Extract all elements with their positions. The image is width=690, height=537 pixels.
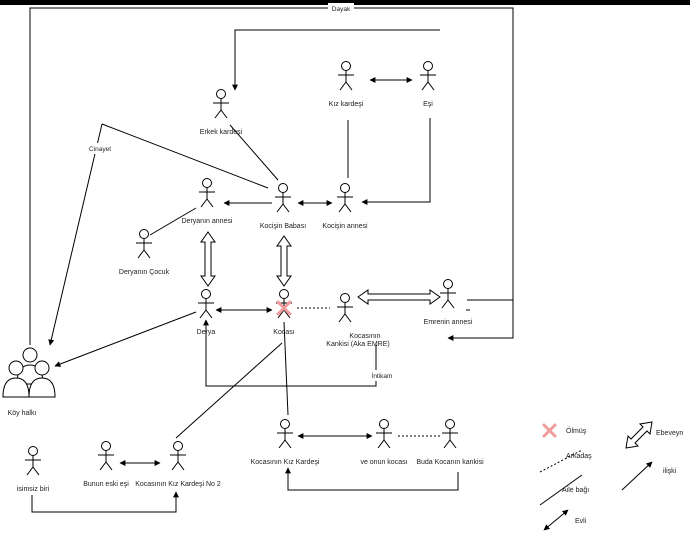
- actor-deryanin-annesi[interactable]: Deryanın annesi: [182, 178, 233, 226]
- actor-label: Deryanın annesi: [182, 218, 233, 225]
- legend-iliski: ilişki: [621, 461, 677, 491]
- dead-marker-icon: [542, 423, 557, 438]
- actor-koy-halki[interactable]: Köy halkı: [2, 347, 56, 417]
- edge-esi-annesi[interactable]: [361, 118, 431, 205]
- actor-label: Derya: [197, 329, 216, 336]
- actor-deryanin-cocuk[interactable]: Deryanın Çocuk: [119, 229, 170, 277]
- edge-label-cinayet: Cinayet: [89, 146, 111, 153]
- actor-label: Kocişin annesi: [322, 223, 368, 230]
- actor-kocasi[interactable]: Kocası: [273, 289, 295, 337]
- actor-esi[interactable]: Eşi: [419, 61, 437, 109]
- actor-label: Kocasının Kız Kardeşi No 2: [135, 481, 221, 488]
- edge-cinayet-arrow[interactable]: [48, 123, 103, 346]
- actor-label: Erkek kardeşi: [200, 129, 243, 136]
- actor-label: isimsiz biri: [17, 486, 50, 493]
- actor-label: Emrenin annesi: [424, 319, 473, 326]
- legend-olmus: Ölmüş: [542, 423, 587, 438]
- legend-ebeveyn: Ebeveyn: [625, 421, 683, 449]
- actor-label: Deryanın Çocuk: [119, 269, 170, 276]
- dead-marker-icon: [276, 300, 292, 316]
- edge-erkek-kardesi[interactable]: [232, 29, 440, 91]
- edge-kanki-kizkardesi[interactable]: [285, 467, 459, 491]
- edge-dayak[interactable]: [29, 7, 514, 345]
- edge-kocasi-kizkardesi[interactable]: [283, 321, 289, 416]
- edge-cocuk-annesi[interactable]: [149, 207, 197, 236]
- edge-emre-loop[interactable]: [447, 300, 514, 341]
- legend: Ölmüş Arkadaş Aile bağı Evli Ebeveyn ili…: [539, 421, 683, 531]
- actor-kiz-kardesi-no2[interactable]: Kocasının Kız Kardeşi No 2: [135, 441, 221, 489]
- actor-kiz-kardesi[interactable]: Kız kardeşi: [329, 61, 364, 109]
- edge-kocasi-no2[interactable]: [175, 342, 283, 439]
- actor-derya[interactable]: Derya: [197, 289, 216, 337]
- actor-bunun-eski-esi[interactable]: Bunun eski eşi: [83, 441, 129, 489]
- actor-label: ve onun kocası: [360, 459, 407, 466]
- legend-evli: Evli: [543, 509, 587, 531]
- actor-buda-kocanin-kankisi[interactable]: Buda Kocanın kankisi: [416, 419, 484, 467]
- edge-erkek-babasi[interactable]: [229, 124, 279, 181]
- window-top-bar: [0, 0, 690, 5]
- edge-parent-deryanin-annesi[interactable]: [200, 231, 216, 287]
- actor-ve-onun-kocasi[interactable]: ve onun kocası: [360, 419, 408, 467]
- actor-label: Buda Kocanın kankisi: [416, 459, 484, 466]
- actor-kocasinin-kiz-kardesi[interactable]: Kocasının Kız Kardeşi: [251, 419, 320, 467]
- edge-cinayet[interactable]: [101, 123, 269, 189]
- legend-arkadas: Arkadaş: [539, 449, 592, 473]
- actor-isimsiz-biri[interactable]: isimsiz biri: [17, 446, 50, 494]
- actor-label: Bunun eski eşi: [83, 481, 129, 488]
- edge-label-dayak: Dayak: [332, 6, 351, 13]
- edge-label-intikam: İntikam: [372, 371, 393, 380]
- actor-emrenin-annesi[interactable]: Emrenin annesi: [424, 279, 473, 327]
- edge-derya-koy[interactable]: [54, 311, 197, 367]
- parent-double-arrow-icon: [625, 421, 653, 449]
- legend-label: Ebeveyn: [656, 430, 683, 437]
- legend-label: Ölmüş: [566, 427, 587, 435]
- actor-label: Eşi: [423, 101, 433, 108]
- legend-label: Arkadaş: [566, 453, 592, 460]
- legend-label: Evli: [575, 518, 587, 525]
- actor-label: Kankisi (Aka EMRE): [326, 341, 389, 348]
- actor-label: Kocasının Kız Kardeşi: [251, 459, 320, 466]
- actor-label: Köy halkı: [8, 410, 37, 417]
- actor-kocisin-babasi[interactable]: Kocişin Babası: [260, 183, 306, 231]
- edge-parent-babasi-kocasi[interactable]: [276, 235, 292, 287]
- legend-label: Aile bağı: [562, 487, 589, 494]
- crowd-icon: [2, 347, 56, 398]
- actor-kocasinin-kankisi[interactable]: Kocasının Kankisi (Aka EMRE): [326, 293, 390, 349]
- actor-erkek-kardesi[interactable]: Erkek kardeşi: [200, 89, 243, 137]
- edge-intikam[interactable]: [203, 319, 377, 387]
- actor-kocisin-annesi[interactable]: Kocişin annesi: [322, 183, 368, 231]
- actor-label: Kocişin Babası: [260, 223, 306, 230]
- edge-isimsiz-no2[interactable]: [31, 491, 179, 513]
- edge-parent-kanki-emrenin[interactable]: [357, 289, 441, 305]
- legend-aile-bagi: Aile bağı: [539, 474, 589, 506]
- actor-label: Kocasının: [349, 333, 380, 340]
- actor-label: Kocası: [273, 329, 294, 336]
- actor-label: Kız kardeşi: [329, 101, 364, 108]
- legend-label: ilişki: [663, 468, 677, 475]
